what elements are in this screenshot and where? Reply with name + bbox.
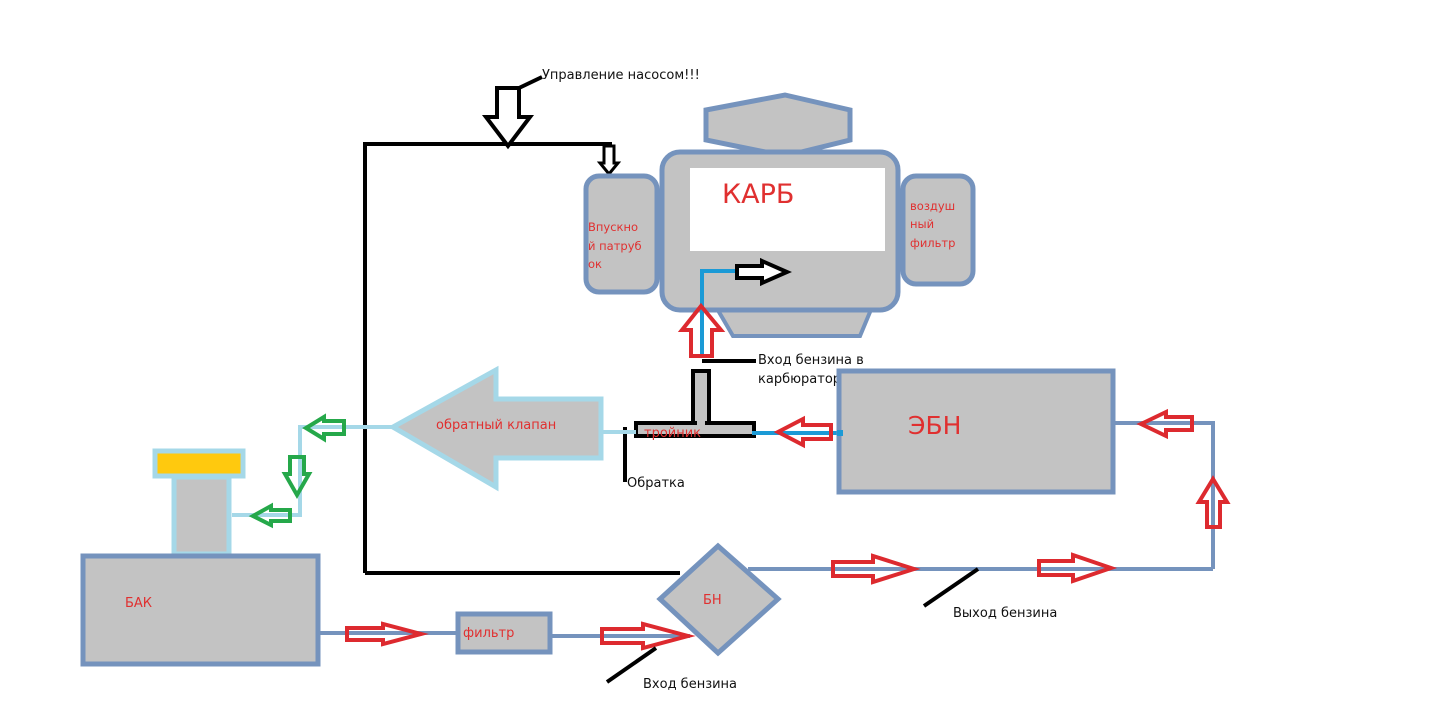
tank-cap <box>152 448 246 479</box>
return-arrow-tank <box>248 502 292 529</box>
fuel-filter-label: фильтр <box>463 626 514 641</box>
return-label: Обратка <box>627 476 685 491</box>
electric-pump-inlet-arrow <box>1136 408 1194 440</box>
carb-feed-line <box>700 269 745 358</box>
carb-assembly: КАРБ Впускно й патруб ок воздуш ный филь… <box>583 92 976 338</box>
air-filter-label-2: ный <box>910 217 934 231</box>
electric-pump <box>836 368 1116 495</box>
air-filter-label-3: фильтр <box>910 236 955 250</box>
carb-label-box <box>690 168 885 251</box>
tank-to-filter-arrow <box>345 621 429 647</box>
intake-control-arrow <box>596 144 622 177</box>
return-arrow-down <box>281 455 313 500</box>
pump-outlet-leader <box>922 567 980 608</box>
filter-to-pump-arrow <box>600 621 696 651</box>
fuel-filter <box>455 611 553 655</box>
carb-inlet-label-1: Вход бензина в <box>758 353 864 368</box>
check-valve <box>387 365 604 492</box>
tank-neck <box>171 474 232 557</box>
electric-pump-outlet-port <box>837 430 843 436</box>
pump-control-arrow <box>481 86 535 150</box>
return-line <box>232 425 393 517</box>
pump-outlet-arrow-2 <box>1037 552 1118 584</box>
intake-label-2: й патруб <box>588 239 642 253</box>
pump-outlet-label: Выход бензина <box>953 606 1057 621</box>
pump-control-label: Управление насосом!!! <box>542 68 700 83</box>
check-valve-label: обратный клапан <box>436 418 556 433</box>
carb-label: КАРБ <box>722 179 794 210</box>
carb-top-cover <box>703 92 853 159</box>
tee-fitting: тройник <box>634 369 756 441</box>
carb-flow-arrow <box>735 257 792 287</box>
carb-inlet-label-2: карбюратор <box>758 372 841 387</box>
pump-to-tee-arrow <box>773 415 833 449</box>
tank-label: БАК <box>125 596 152 611</box>
intake-label-1: Впускно <box>588 220 638 234</box>
air-filter-label-1: воздуш <box>910 199 955 213</box>
riser-up-arrow <box>1195 475 1231 529</box>
tee-label: тройник <box>644 426 701 441</box>
electric-pump-label: ЭБН <box>908 411 961 440</box>
return-arrow-left <box>302 413 346 443</box>
pump-inlet-leader <box>605 646 658 684</box>
air-filter <box>900 173 976 287</box>
pump-control-leader <box>518 75 543 90</box>
electric-pump-feed-line <box>1113 421 1215 569</box>
intake-manifold <box>583 173 660 295</box>
intake-label-3: ок <box>588 257 602 271</box>
pump-control-line <box>363 142 680 575</box>
pump-inlet-label: Вход бензина <box>643 677 737 692</box>
mech-pump-label: БН <box>703 593 722 608</box>
mech-pump <box>656 542 782 657</box>
tank-body <box>80 553 321 667</box>
carb-inlet-arrow <box>677 302 726 358</box>
fuel-tank: БАК <box>80 448 321 667</box>
pump-outlet-arrow-1 <box>831 553 921 585</box>
